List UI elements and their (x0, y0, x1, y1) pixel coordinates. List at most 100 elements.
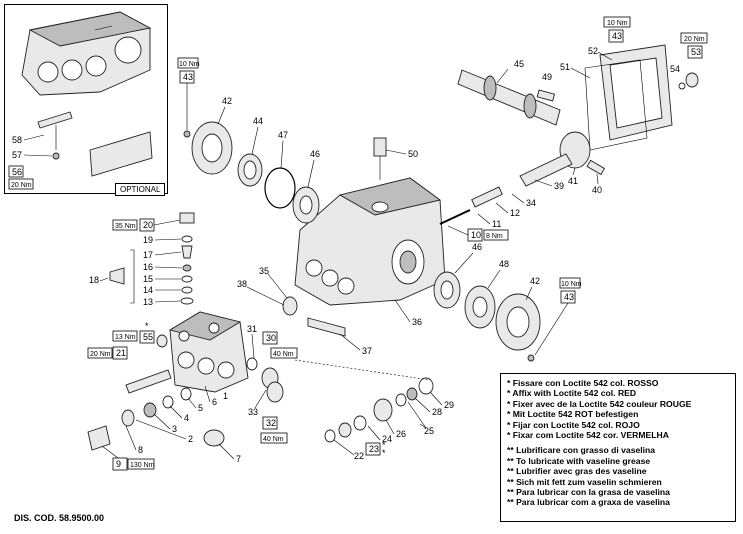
label-l42b: 42 (530, 276, 540, 286)
optional-bracket-drawing (37, 111, 153, 177)
legend-star-en: * Affix with Loctite 542 col. RED (507, 388, 637, 399)
legend-box: * Fissare con Loctite 542 col. ROSSO * A… (500, 373, 736, 522)
label-t43_bot: 10 Nm (561, 281, 582, 288)
plug-group-drawing: 31 33 (246, 324, 284, 417)
label-p55: 55 (143, 332, 153, 342)
label-p20: 20 (143, 220, 153, 230)
label-t30: 40 Nm (273, 351, 294, 358)
optional-kit-frame: OPTIONAL (4, 4, 168, 196)
label-l19: 19 (143, 235, 153, 245)
torque-box-30: 30 40 Nm (262, 331, 298, 359)
label-l29: 29 (444, 400, 454, 410)
optional-labels: 58 57 56 20 Nm (8, 134, 60, 190)
torque-box-9: 9 130 Nm (87, 425, 155, 471)
label-l46a: 46 (310, 149, 320, 159)
label-l5: 5 (198, 403, 203, 413)
label-l48: 48 (499, 259, 509, 269)
legend-star-es: * Fijar con Loctite 542 col. ROJO (507, 419, 640, 430)
label-l12: 12 (510, 208, 520, 218)
manifold-drawing (168, 311, 249, 393)
label-l34: 34 (526, 198, 536, 208)
crankshaft-drawing: 45 (457, 59, 561, 126)
seal-44: 44 (237, 116, 263, 187)
label-t9: 130 Nm (130, 462, 155, 469)
label-l41: 41 (568, 176, 578, 186)
torque-box-32: 32 40 Nm (260, 416, 288, 444)
label-l57: 57 (12, 150, 22, 160)
label-t10: 8 Nm (486, 233, 503, 240)
label-l7: 7 (236, 454, 241, 464)
label-l54: 54 (670, 64, 680, 74)
label-l58: 58 (12, 135, 22, 145)
label-t56: 20 Nm (11, 182, 32, 189)
torque-box-20: 35 Nm 20 (112, 218, 181, 232)
valve-stack-drawing: 18 19 17 16 15 14 13 (89, 212, 195, 307)
legend-star-de: * Mit Loctite 542 ROT befestigen (507, 409, 639, 420)
torque-box-43-right: 10 Nm 43 (603, 16, 631, 43)
label-l31: 31 (247, 324, 257, 334)
legend-dstar-it: ** Lubrificare con grasso di vaselina (507, 445, 656, 456)
label-l37: 37 (362, 346, 372, 356)
label-t55: 13 Nm (115, 334, 136, 341)
label-l49: 49 (542, 72, 552, 82)
label-l39: 39 (554, 181, 564, 191)
label-l45: 45 (514, 59, 524, 69)
oring-47: 47 (264, 130, 296, 209)
bearing-cover-right: 42 (495, 276, 541, 351)
label-t53: 20 Nm (684, 36, 705, 43)
label-l1: 1 (223, 391, 228, 401)
crankcase-drawing (294, 177, 446, 306)
label-p43_top: 43 (183, 72, 193, 82)
label-l26: 26 (396, 429, 406, 439)
legend-star-fr: * Fixer avec de la Loctite 542 couleur R… (507, 398, 692, 409)
oil-sight-drawing: 35 38 37 36 (237, 266, 422, 356)
legend-dstar-pt: ** Para lubricar com a graxa de vaselina (507, 497, 670, 508)
small-parts-drawing: 1 2 3 4 5 6 7 8 (121, 385, 241, 464)
label-p43_bot: 43 (564, 292, 574, 302)
label-l47: 47 (278, 130, 288, 140)
rear-cover-drawing: 52 51 (560, 44, 673, 151)
legend-star-it: * Fissare con Loctite 542 col. ROSSO (507, 378, 659, 388)
torque-box-53: 20 Nm 53 54 (670, 32, 708, 90)
label-p53: 53 (691, 47, 701, 57)
torque-box-43-bot: 10 Nm 43 (527, 277, 582, 362)
label-t43_top: 10 Nm (179, 61, 200, 68)
label-p9: 9 (116, 459, 121, 469)
legend-star-pt: * Fixar com Loctite 542 cor. VERMELHA (507, 430, 669, 441)
label-p21: 21 (116, 348, 126, 358)
label-l22: 22 (354, 451, 364, 461)
label-star: * (382, 448, 386, 458)
legend-dstar-fr: ** Lubrifier avec gras des vaseline (507, 466, 647, 477)
legend-dstar-en: ** To lubricate with vaseline grease (507, 455, 651, 466)
label-l2: 2 (188, 434, 193, 444)
label-l13: 13 (143, 297, 153, 307)
bearing-46-left: 46 (292, 149, 320, 224)
label-l17: 17 (143, 250, 153, 260)
label-p43_right: 43 (612, 31, 622, 41)
label-l18: 18 (89, 275, 99, 285)
label-l52: 52 (588, 46, 598, 56)
bearing-46-right: 46 (433, 242, 482, 309)
torque-box-10: 10 8 Nm (447, 225, 509, 242)
label-t21: 20 Nm (90, 351, 111, 358)
label-l46b: 46 (472, 242, 482, 252)
optional-pump-drawing (21, 11, 152, 96)
pin-40-49: 40 49 (536, 72, 606, 195)
label-l36: 36 (412, 317, 422, 327)
label-star: * (382, 440, 386, 450)
label-l25: 25 (424, 426, 434, 436)
label-star: * (145, 321, 149, 331)
bearing-cover-left: 42 (191, 96, 233, 175)
label-l33: 33 (248, 407, 258, 417)
label-l11: 11 (492, 219, 501, 229)
label-l28: 28 (432, 407, 442, 417)
label-l51: 51 (560, 62, 570, 72)
label-l15: 15 (143, 274, 153, 284)
torque-box-21: 20 Nm 21 (87, 346, 172, 394)
label-l16: 16 (143, 262, 153, 272)
label-l3: 3 (172, 424, 177, 434)
label-l40: 40 (592, 185, 602, 195)
label-p30: 30 (266, 333, 276, 343)
label-l8: 8 (138, 445, 143, 455)
label-l4: 4 (184, 413, 189, 423)
